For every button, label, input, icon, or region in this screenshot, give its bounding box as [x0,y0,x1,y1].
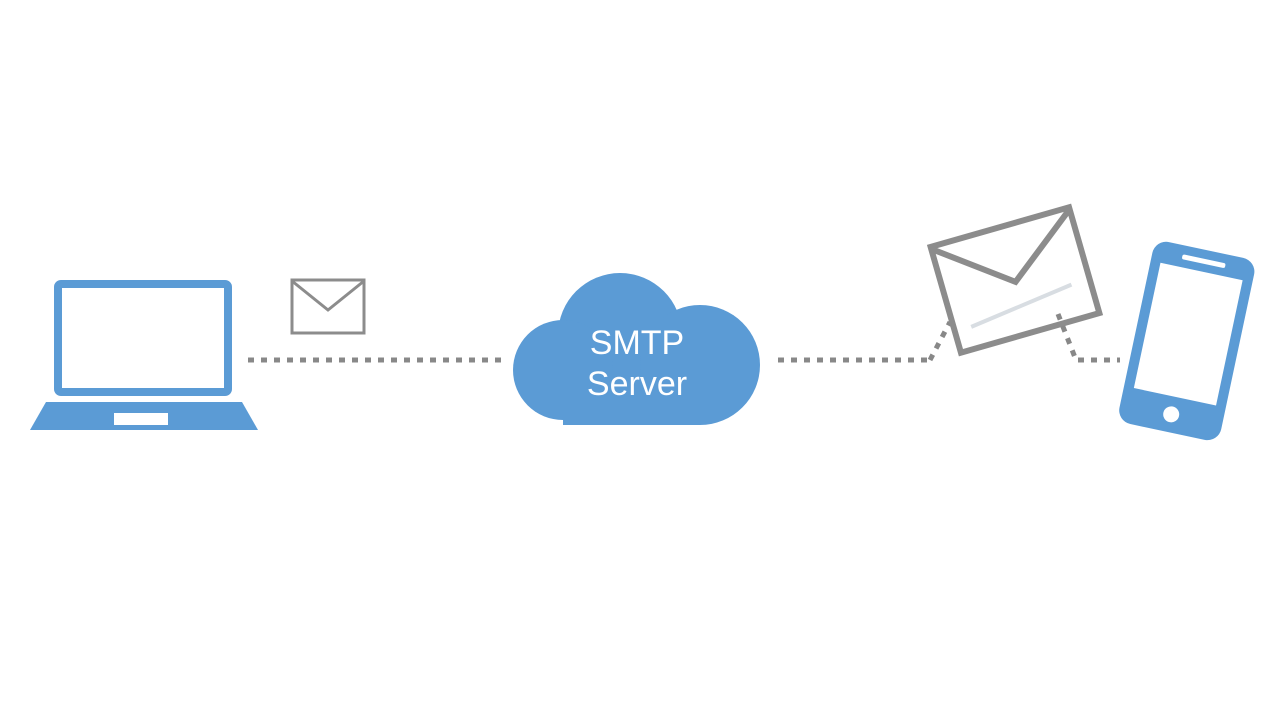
envelope-icon [290,278,366,335]
open-envelope-icon [926,203,1104,357]
laptop-icon [30,280,258,430]
connector-mail-drop-left [927,320,953,362]
cloud-icon [513,273,760,425]
connector-mail-drop-right [1055,313,1079,361]
server-label-line2: Server [587,365,687,403]
server-label-line1: SMTP [590,324,684,362]
smartphone-icon [1119,241,1255,441]
